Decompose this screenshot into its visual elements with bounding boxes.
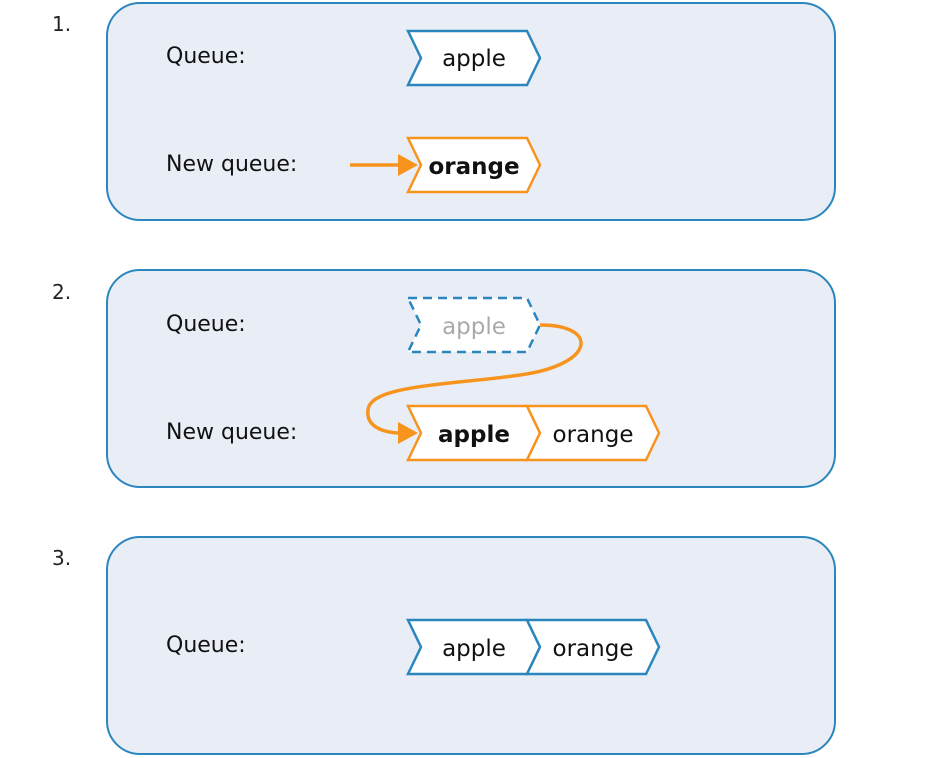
step-2-queue-label: Queue: [166, 312, 246, 337]
step-1-number: 1. [52, 12, 72, 36]
step-3-queue-item-apple: apple [406, 618, 542, 676]
step-2-arrowhead [398, 422, 418, 444]
step-2-new-queue-item-orange-text: orange [553, 422, 634, 448]
step-2-new-queue-item-apple: apple [406, 404, 542, 462]
step-2-new-queue-item-orange: orange [525, 404, 661, 462]
step-3-queue-item-orange: orange [525, 618, 661, 676]
step-1-arrowhead [398, 154, 418, 176]
step-1-new-queue-item-orange-text: orange [428, 154, 519, 180]
step-1-new-queue-item-orange: orange [406, 136, 542, 194]
step-2-new-queue-label: New queue: [166, 420, 298, 445]
step-2-new-queue-item-apple-text: apple [438, 422, 510, 448]
step-1-queue-item-apple-text: apple [442, 46, 506, 72]
step-2-queue-item-apple-text: apple [442, 314, 506, 340]
step-1-queue-label: Queue: [166, 44, 246, 69]
step-3-queue-item-orange-text: orange [553, 636, 634, 662]
step-2-number: 2. [52, 280, 72, 304]
step-1-queue-item-apple: apple [406, 29, 542, 87]
step-2-curved-arrow [366, 323, 583, 435]
step-3-number: 3. [52, 546, 72, 570]
step-3-queue-label: Queue: [166, 633, 246, 658]
step-2-queue-item-apple-removed: apple [406, 296, 542, 354]
step-3-queue-item-apple-text: apple [442, 636, 506, 662]
step-1-new-queue-label: New queue: [166, 152, 298, 177]
